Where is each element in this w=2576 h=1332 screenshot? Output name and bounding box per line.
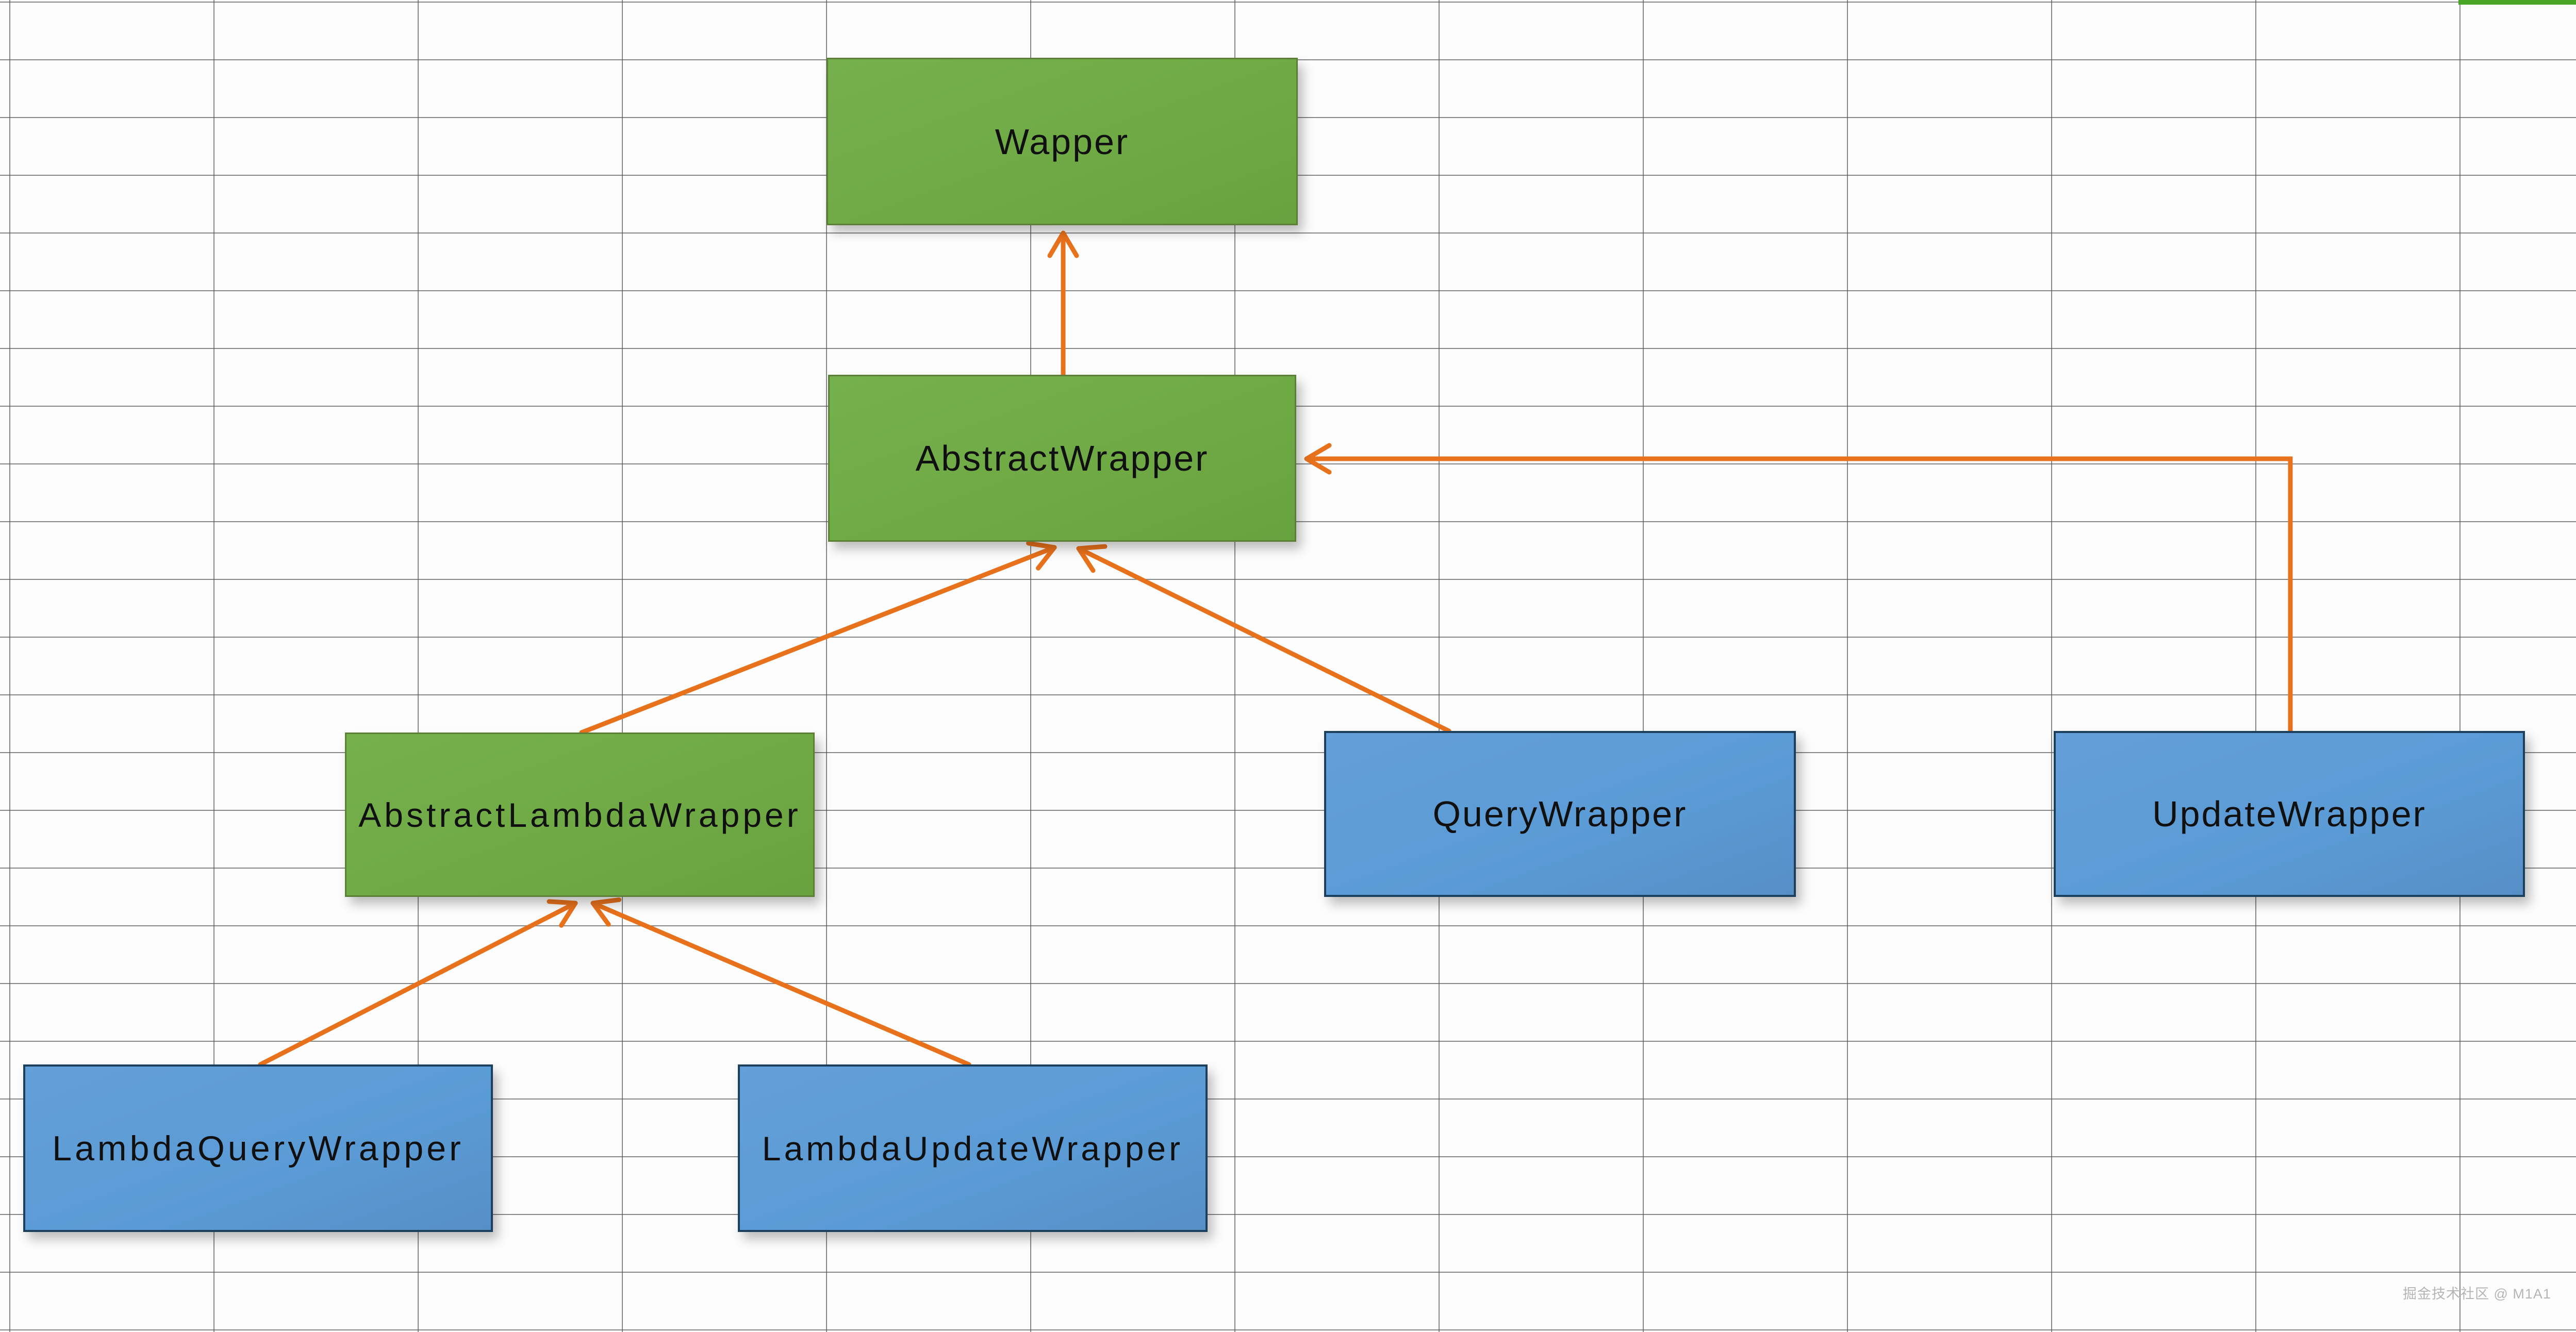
- node-abstract-wrapper[interactable]: AbstractWrapper: [828, 375, 1296, 542]
- node-wapper[interactable]: Wapper: [827, 58, 1298, 225]
- arrow-lambdaquerywrapper-to-abstractlambdawrapper: [258, 899, 578, 1067]
- arrow-querywrapper-to-abstractwrapper: [1076, 544, 1451, 734]
- arrow-updatewrapper-to-abstractwrapper: [1304, 443, 2293, 734]
- arrow-lambdaupdatewrapper-to-abstractlambdawrapper: [590, 897, 971, 1067]
- corner-green-bar: [2458, 0, 2576, 5]
- node-query-wrapper[interactable]: QueryWrapper: [1324, 731, 1796, 897]
- node-abstract-lambda-wrapper[interactable]: AbstractLambdaWrapper: [345, 732, 815, 897]
- node-query-wrapper-label: QueryWrapper: [1432, 794, 1688, 834]
- node-lambda-update-wrapper-label: LambdaUpdateWrapper: [762, 1129, 1184, 1168]
- node-abstract-wrapper-label: AbstractWrapper: [915, 438, 1209, 478]
- node-update-wrapper-label: UpdateWrapper: [2152, 794, 2426, 834]
- arrow-abstractlambdawrapper-to-abstractwrapper: [579, 541, 1057, 735]
- node-abstract-lambda-wrapper-label: AbstractLambdaWrapper: [358, 795, 801, 834]
- node-wapper-label: Wapper: [995, 121, 1130, 162]
- watermark-text: 掘金技术社区 @ M1A1: [2403, 1286, 2551, 1302]
- node-lambda-query-wrapper[interactable]: LambdaQueryWrapper: [23, 1064, 493, 1232]
- node-lambda-update-wrapper[interactable]: LambdaUpdateWrapper: [738, 1064, 1208, 1232]
- node-update-wrapper[interactable]: UpdateWrapper: [2054, 731, 2525, 897]
- node-lambda-query-wrapper-label: LambdaQueryWrapper: [52, 1128, 464, 1168]
